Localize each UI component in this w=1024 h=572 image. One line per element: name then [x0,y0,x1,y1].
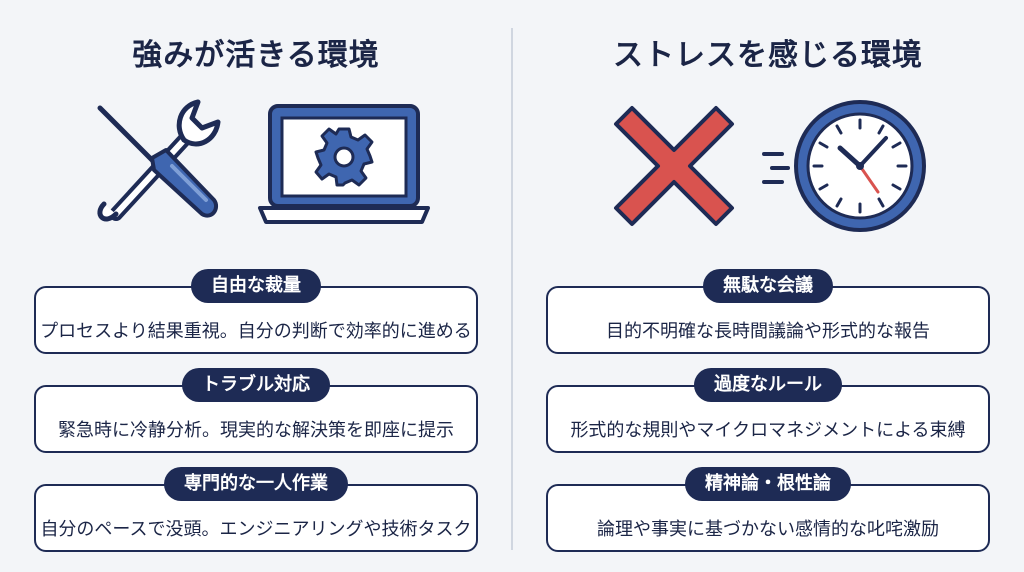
wrench-screwdriver-icon [97,99,221,222]
center-divider [511,28,513,550]
laptop-gear-icon [258,104,430,224]
stress-card-1: 無駄な会議 目的不明確な長時間議論や形式的な報告 [546,269,990,354]
clock-icon [762,100,926,232]
strength-card-2: トラブル対応 緊急時に冷静分析。現実的な解決策を即座に提示 [34,368,478,453]
stress-label-2: 過度なルール [694,368,842,402]
stress-text-2: 形式的な規則やマイクロマネジメントによる束縛 [570,420,966,441]
strength-label-3: 専門的な一人作業 [164,467,348,501]
strength-text-1: プロセスより結果重視。自分の判断で効率的に進める [40,321,472,342]
strength-card-1: 自由な裁量 プロセスより結果重視。自分の判断で効率的に進める [34,269,478,354]
strength-card-3: 専門的な一人作業 自分のペースで没頭。エンジニアリングや技術タスク [34,467,478,552]
cross-icon [614,106,734,226]
strength-text-3: 自分のペースで没頭。エンジニアリングや技術タスク [40,519,472,540]
strength-label-2: トラブル対応 [182,368,330,402]
stress-label-3: 精神論・根性論 [685,467,851,501]
stress-column: ストレスを感じる環境 [512,0,1024,572]
strengths-title: 強みが活きる環境 [132,38,380,73]
stress-title: ストレスを感じる環境 [613,38,923,73]
strengths-column: 強みが活きる環境 [34,38,478,552]
stress-text-1: 目的不明確な長時間議論や形式的な報告 [606,321,930,342]
strength-text-2: 緊急時に冷静分析。現実的な解決策を即座に提示 [58,420,454,441]
stress-card-2: 過度なルール 形式的な規則やマイクロマネジメントによる束縛 [546,368,990,453]
stress-label-1: 無駄な会議 [703,269,833,303]
strength-label-1: 自由な裁量 [191,269,321,303]
stress-card-3: 精神論・根性論 論理や事実に基づかない感情的な叱咤激励 [546,467,990,552]
stress-text-3: 論理や事実に基づかない感情的な叱咤激励 [597,519,939,540]
